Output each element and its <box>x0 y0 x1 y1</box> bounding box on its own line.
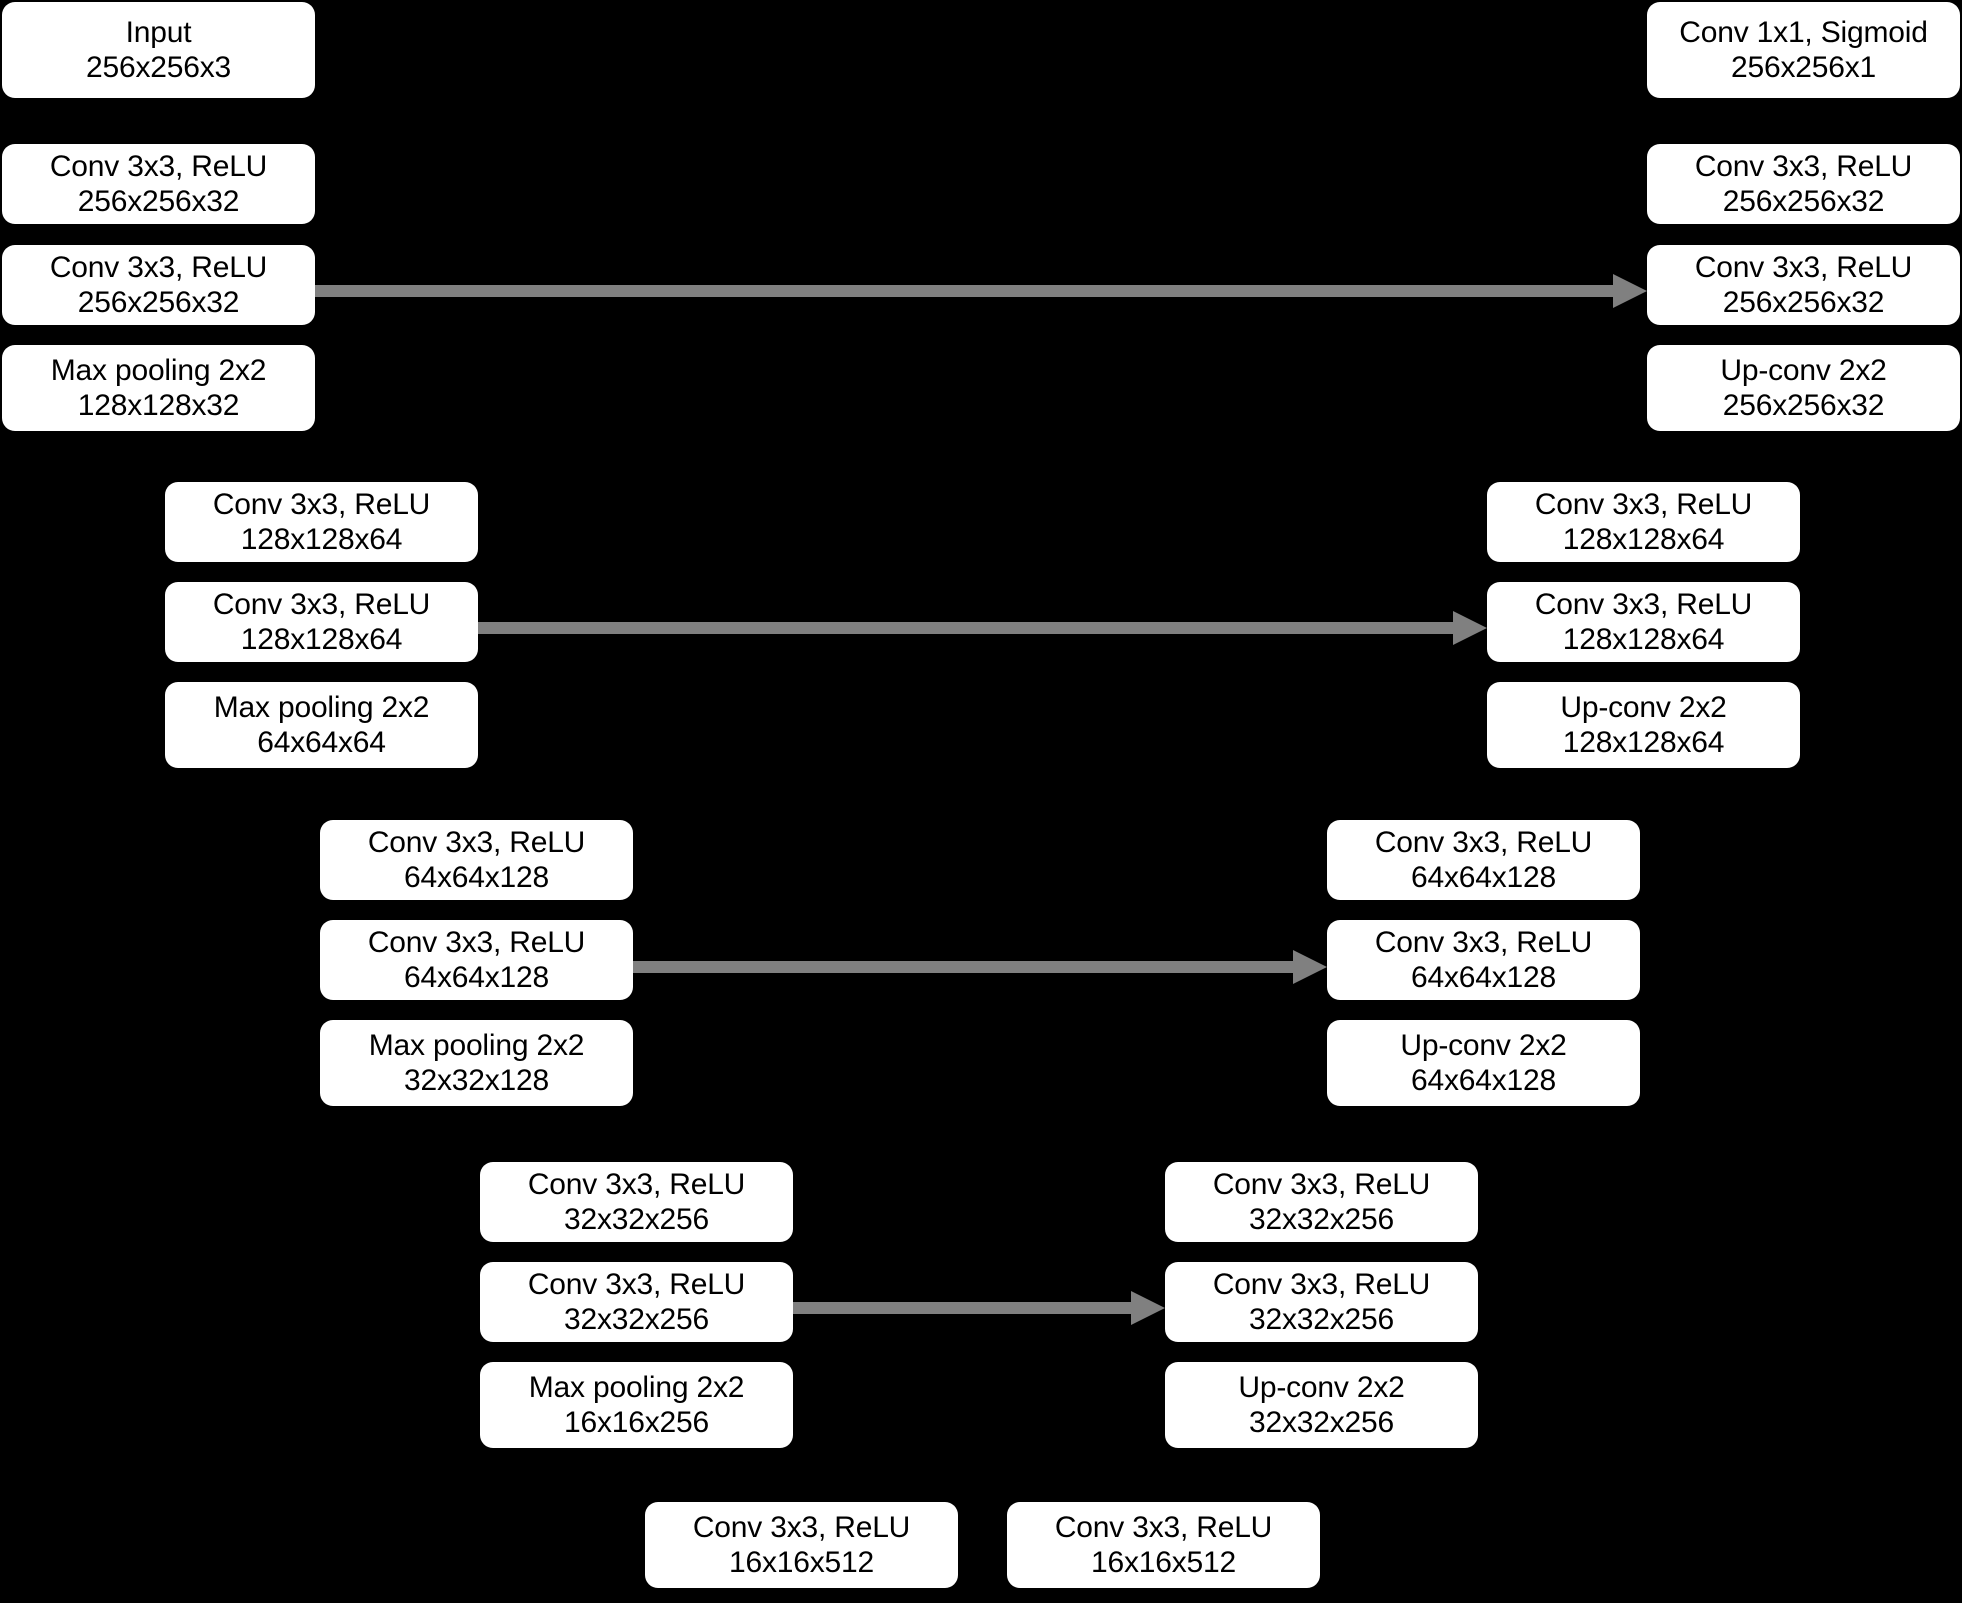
decoder-l3-conv2[interactable]: Conv 3x3, ReLU 64x64x128 <box>1327 920 1640 1000</box>
encoder-l2-conv1[interactable]: Conv 3x3, ReLU 128x128x64 <box>165 482 478 562</box>
decoder-l4-upconv-op: Up-conv 2x2 <box>1238 1370 1405 1404</box>
encoder-l2-pool[interactable]: Max pooling 2x2 64x64x64 <box>165 682 478 768</box>
encoder-l2-conv2-shape: 128x128x64 <box>240 623 403 656</box>
encoder-l4-conv2-shape: 32x32x256 <box>564 1303 709 1336</box>
bottleneck-conv1-op: Conv 3x3, ReLU <box>692 1510 911 1544</box>
encoder-l1-conv1-op: Conv 3x3, ReLU <box>49 149 268 183</box>
input-block[interactable]: Input 256x256x3 <box>2 2 315 98</box>
encoder-l3-conv1[interactable]: Conv 3x3, ReLU 64x64x128 <box>320 820 633 900</box>
encoder-l3-pool-op: Max pooling 2x2 <box>368 1028 585 1062</box>
decoder-l2-conv1[interactable]: Conv 3x3, ReLU 128x128x64 <box>1487 482 1800 562</box>
decoder-l2-upconv-shape: 128x128x64 <box>1562 726 1725 759</box>
decoder-l3-conv2-op: Conv 3x3, ReLU <box>1374 925 1593 959</box>
decoder-l4-conv2-shape: 32x32x256 <box>1249 1303 1394 1336</box>
decoder-l3-conv1-op: Conv 3x3, ReLU <box>1374 825 1593 859</box>
encoder-l4-pool[interactable]: Max pooling 2x2 16x16x256 <box>480 1362 793 1448</box>
decoder-l3-conv1-shape: 64x64x128 <box>1411 861 1556 894</box>
skip-arrow-4-shaft <box>793 1302 1131 1314</box>
encoder-l1-conv2-shape: 256x256x32 <box>77 286 240 319</box>
encoder-l1-pool[interactable]: Max pooling 2x2 128x128x32 <box>2 345 315 431</box>
decoder-l1-conv2-shape: 256x256x32 <box>1722 286 1885 319</box>
encoder-l1-pool-op: Max pooling 2x2 <box>50 353 267 387</box>
decoder-l1-upconv[interactable]: Up-conv 2x2 256x256x32 <box>1647 345 1960 431</box>
output-block-shape: 256x256x1 <box>1731 51 1876 84</box>
encoder-l4-pool-shape: 16x16x256 <box>564 1406 709 1439</box>
decoder-l1-conv2[interactable]: Conv 3x3, ReLU 256x256x32 <box>1647 245 1960 325</box>
decoder-l1-upconv-shape: 256x256x32 <box>1722 389 1885 422</box>
decoder-l4-conv2[interactable]: Conv 3x3, ReLU 32x32x256 <box>1165 1262 1478 1342</box>
decoder-l2-conv1-op: Conv 3x3, ReLU <box>1534 487 1753 521</box>
decoder-l2-upconv[interactable]: Up-conv 2x2 128x128x64 <box>1487 682 1800 768</box>
encoder-l3-pool[interactable]: Max pooling 2x2 32x32x128 <box>320 1020 633 1106</box>
encoder-l2-conv2-op: Conv 3x3, ReLU <box>212 587 431 621</box>
decoder-l4-conv1-op: Conv 3x3, ReLU <box>1212 1167 1431 1201</box>
skip-arrow-1-shaft <box>315 285 1613 297</box>
decoder-l1-conv1-op: Conv 3x3, ReLU <box>1694 149 1913 183</box>
encoder-l1-conv2-op: Conv 3x3, ReLU <box>49 250 268 284</box>
decoder-l2-conv2-shape: 128x128x64 <box>1562 623 1725 656</box>
encoder-l2-pool-op: Max pooling 2x2 <box>213 690 430 724</box>
skip-arrow-1-head <box>1613 274 1647 308</box>
encoder-l2-pool-shape: 64x64x64 <box>257 726 386 759</box>
encoder-l2-conv1-shape: 128x128x64 <box>240 523 403 556</box>
encoder-l1-conv1-shape: 256x256x32 <box>77 185 240 218</box>
encoder-l1-conv2[interactable]: Conv 3x3, ReLU 256x256x32 <box>2 245 315 325</box>
decoder-l4-upconv-shape: 32x32x256 <box>1249 1406 1394 1439</box>
decoder-l2-conv2-op: Conv 3x3, ReLU <box>1534 587 1753 621</box>
skip-arrow-2-shaft <box>478 622 1453 634</box>
skip-arrow-3-shaft <box>633 961 1293 973</box>
encoder-l3-conv2-shape: 64x64x128 <box>404 961 549 994</box>
decoder-l3-upconv-shape: 64x64x128 <box>1411 1064 1556 1097</box>
decoder-l4-conv2-op: Conv 3x3, ReLU <box>1212 1267 1431 1301</box>
decoder-l1-conv1[interactable]: Conv 3x3, ReLU 256x256x32 <box>1647 144 1960 224</box>
bottleneck-conv2-op: Conv 3x3, ReLU <box>1054 1510 1273 1544</box>
skip-arrow-4-head <box>1131 1291 1165 1325</box>
encoder-l4-conv2[interactable]: Conv 3x3, ReLU 32x32x256 <box>480 1262 793 1342</box>
decoder-l3-upconv[interactable]: Up-conv 2x2 64x64x128 <box>1327 1020 1640 1106</box>
bottleneck-conv2[interactable]: Conv 3x3, ReLU 16x16x512 <box>1007 1502 1320 1588</box>
decoder-l2-conv1-shape: 128x128x64 <box>1562 523 1725 556</box>
encoder-l2-conv1-op: Conv 3x3, ReLU <box>212 487 431 521</box>
decoder-l1-conv2-op: Conv 3x3, ReLU <box>1694 250 1913 284</box>
output-block[interactable]: Conv 1x1, Sigmoid 256x256x1 <box>1647 2 1960 98</box>
encoder-l3-conv1-shape: 64x64x128 <box>404 861 549 894</box>
bottleneck-conv2-shape: 16x16x512 <box>1091 1546 1236 1579</box>
bottleneck-conv1-shape: 16x16x512 <box>729 1546 874 1579</box>
encoder-l4-pool-op: Max pooling 2x2 <box>528 1370 745 1404</box>
decoder-l4-conv1[interactable]: Conv 3x3, ReLU 32x32x256 <box>1165 1162 1478 1242</box>
skip-arrow-3-head <box>1293 950 1327 984</box>
encoder-l1-pool-shape: 128x128x32 <box>77 389 240 422</box>
output-block-op: Conv 1x1, Sigmoid <box>1679 15 1928 49</box>
encoder-l3-conv2-op: Conv 3x3, ReLU <box>367 925 586 959</box>
input-block-shape: 256x256x3 <box>86 51 231 84</box>
skip-arrow-2-head <box>1453 611 1487 645</box>
bottleneck-conv1[interactable]: Conv 3x3, ReLU 16x16x512 <box>645 1502 958 1588</box>
input-block-op: Input <box>125 15 192 49</box>
encoder-l1-conv1[interactable]: Conv 3x3, ReLU 256x256x32 <box>2 144 315 224</box>
decoder-l2-conv2[interactable]: Conv 3x3, ReLU 128x128x64 <box>1487 582 1800 662</box>
encoder-l4-conv1-op: Conv 3x3, ReLU <box>527 1167 746 1201</box>
encoder-l2-conv2[interactable]: Conv 3x3, ReLU 128x128x64 <box>165 582 478 662</box>
encoder-l3-pool-shape: 32x32x128 <box>404 1064 549 1097</box>
decoder-l2-upconv-op: Up-conv 2x2 <box>1560 690 1727 724</box>
decoder-l3-conv2-shape: 64x64x128 <box>1411 961 1556 994</box>
decoder-l1-conv1-shape: 256x256x32 <box>1722 185 1885 218</box>
decoder-l3-upconv-op: Up-conv 2x2 <box>1400 1028 1567 1062</box>
decoder-l3-conv1[interactable]: Conv 3x3, ReLU 64x64x128 <box>1327 820 1640 900</box>
encoder-l4-conv2-op: Conv 3x3, ReLU <box>527 1267 746 1301</box>
encoder-l3-conv2[interactable]: Conv 3x3, ReLU 64x64x128 <box>320 920 633 1000</box>
decoder-l1-upconv-op: Up-conv 2x2 <box>1720 353 1887 387</box>
decoder-l4-conv1-shape: 32x32x256 <box>1249 1203 1394 1236</box>
encoder-l3-conv1-op: Conv 3x3, ReLU <box>367 825 586 859</box>
encoder-l4-conv1-shape: 32x32x256 <box>564 1203 709 1236</box>
decoder-l4-upconv[interactable]: Up-conv 2x2 32x32x256 <box>1165 1362 1478 1448</box>
encoder-l4-conv1[interactable]: Conv 3x3, ReLU 32x32x256 <box>480 1162 793 1242</box>
